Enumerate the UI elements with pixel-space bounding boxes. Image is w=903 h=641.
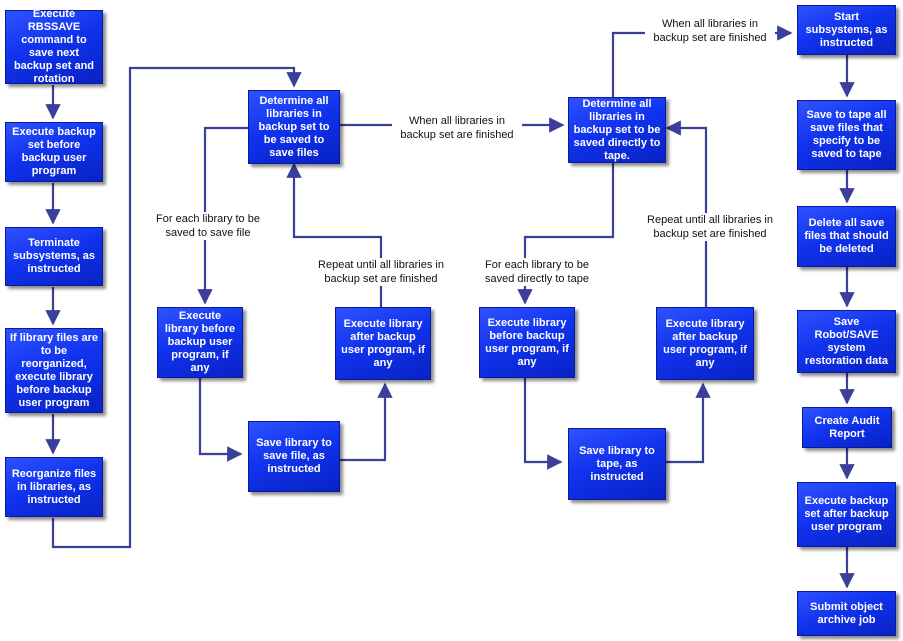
step-save-to-savefile: Save library to save file, as instructed <box>248 421 340 492</box>
label-finished-savefiles: When all libraries in backup set are fin… <box>392 114 522 142</box>
arrow-after-tape-to-determine <box>665 120 708 307</box>
step-audit-report: Create Audit Report <box>802 407 892 448</box>
step-save-to-tape: Save library to tape, as instructed <box>568 428 666 500</box>
step-savefile-before-program: Execute library before backup user progr… <box>157 307 243 378</box>
label-each-savefile: For each library to be saved to save fil… <box>148 212 268 240</box>
step-determine-tape: Determine all libraries in backup set to… <box>568 97 666 163</box>
step-terminate-subsystems: Terminate subsystems, as instructed <box>5 227 103 286</box>
step-after-backup: Execute backup set after backup user pro… <box>797 482 896 547</box>
arrow-before-to-save <box>198 378 243 462</box>
step-reorganize-files: Reorganize files in libraries, as instru… <box>5 457 103 517</box>
step-robot-restoration-data: Save Robot/SAVE system restoration data <box>797 310 896 373</box>
label-repeat-savefiles: Repeat until all libraries in backup set… <box>316 258 446 286</box>
arrow-save-to-after <box>340 382 393 462</box>
step-start-subsystems: Start subsystems, as instructed <box>797 5 896 55</box>
step-save-savefiles-to-tape: Save to tape all save files that specify… <box>797 100 896 170</box>
step-tape-before-program: Execute library before backup user progr… <box>479 307 575 378</box>
step-rbssave: Execute RBSSAVE command to save next bac… <box>5 8 103 85</box>
label-finished-tape: When all libraries in backup set are fin… <box>645 17 775 45</box>
step-reorg-program: If library files are to be reorganized, … <box>5 328 103 413</box>
arrow-reorganize-to-determine <box>51 66 302 549</box>
step-delete-savefiles: Delete all save files that should be del… <box>797 206 896 267</box>
label-repeat-tape: Repeat until all libraries in backup set… <box>645 213 775 241</box>
step-before-backup: Execute backup set before backup user pr… <box>5 122 103 182</box>
step-archive-job: Submit object archive job <box>797 591 896 636</box>
step-determine-savefiles: Determine all libraries in backup set to… <box>248 90 340 164</box>
step-tape-after-program: Execute library after backup user progra… <box>656 307 754 380</box>
label-each-tape: For each library to be saved directly to… <box>478 258 596 286</box>
arrow-determine-to-before <box>197 126 248 305</box>
arrow-before-tape-to-save <box>523 378 563 470</box>
step-savefile-after-program: Execute library after backup user progra… <box>335 307 431 380</box>
arrow-save-tape-to-after <box>666 382 711 464</box>
